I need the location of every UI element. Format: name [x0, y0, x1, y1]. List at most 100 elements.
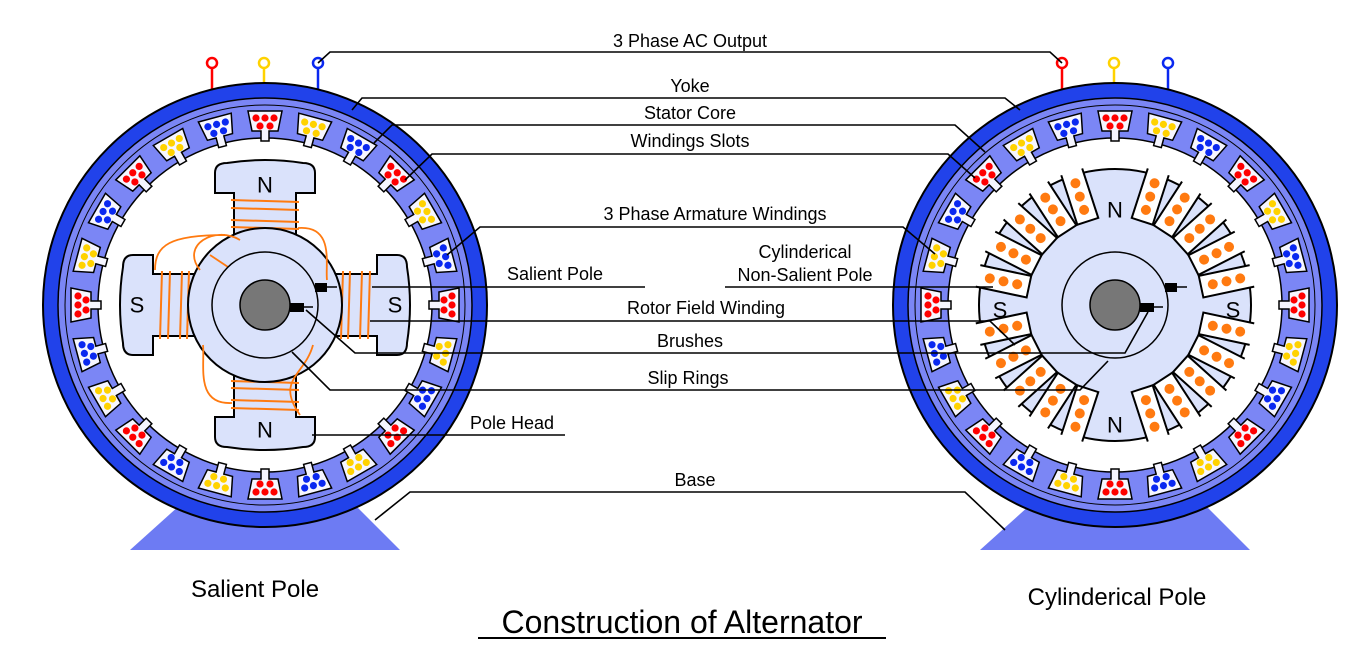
armature-conductor: [932, 306, 940, 314]
armature-conductor: [1162, 129, 1170, 137]
field-conductor: [1040, 192, 1051, 203]
armature-conductor: [423, 394, 431, 403]
armature-conductor: [309, 482, 317, 490]
armature-conductor: [176, 458, 184, 467]
armature-conductor: [928, 341, 936, 349]
leader-yoke: [351, 97, 1021, 111]
armature-conductor: [928, 261, 936, 269]
armature-conductor: [78, 341, 86, 349]
armature-conductor: [981, 178, 989, 186]
armature-conductor: [74, 301, 82, 309]
field-conductor: [1224, 241, 1235, 252]
field-conductor: [1012, 320, 1023, 331]
armature-conductor: [1106, 122, 1114, 130]
winding-slot: [1146, 461, 1183, 498]
armature-conductor: [1212, 458, 1220, 467]
armature-conductor: [83, 244, 91, 252]
armature-conductor: [129, 169, 137, 177]
armature-conductor: [256, 480, 264, 488]
armature-conductor: [135, 439, 143, 448]
armature-conductor: [1026, 143, 1034, 152]
field-conductor: [1179, 407, 1190, 418]
brush: [1165, 283, 1177, 292]
armature-conductor: [213, 482, 221, 490]
armature-conductor: [355, 148, 363, 157]
pole-letter-n: N: [1107, 413, 1123, 438]
armature-conductor: [1294, 341, 1302, 349]
armature-conductor: [1054, 479, 1062, 487]
armature-conductor: [354, 139, 363, 147]
rotor-slot: [1028, 181, 1078, 239]
armature-conductor: [266, 480, 274, 488]
field-winding-turn: [230, 407, 300, 411]
armature-conductor: [1197, 134, 1205, 143]
armature-conductor: [391, 424, 399, 432]
field-conductor: [1211, 351, 1222, 362]
armature-conductor: [354, 463, 363, 471]
armature-conductor: [135, 162, 143, 171]
armature-conductor: [1116, 122, 1124, 130]
label-salient-pole: Salient Pole: [507, 264, 603, 284]
armature-conductor: [89, 250, 97, 258]
armature-conductor: [1268, 216, 1277, 224]
armature-conductor: [362, 458, 370, 467]
field-conductor: [1055, 216, 1066, 227]
label-base: Base: [674, 470, 715, 490]
armature-conductor: [1298, 301, 1306, 309]
armature-conductor: [1196, 143, 1204, 152]
armature-conductor: [312, 129, 320, 137]
armature-conductor: [261, 114, 269, 122]
armature-conductor: [204, 123, 212, 131]
armature-conductor: [1292, 349, 1300, 357]
armature-conductor: [953, 200, 962, 208]
armature-conductor: [979, 433, 987, 441]
armature-conductor: [949, 394, 957, 403]
rotor-slot: [1130, 384, 1170, 442]
armature-conductor: [129, 433, 137, 441]
armature-conductor: [1263, 207, 1272, 215]
armature-conductor: [448, 301, 456, 309]
shaft: [239, 279, 291, 331]
armature-conductor: [1285, 342, 1293, 351]
armature-conductor: [924, 310, 932, 318]
winding-slot: [1146, 112, 1183, 149]
field-winding-turn: [230, 219, 300, 223]
armature-conductor: [1010, 458, 1018, 467]
armature-conductor: [362, 143, 370, 152]
field-conductor: [998, 276, 1009, 287]
armature-conductor: [1063, 482, 1071, 490]
field-conductor: [1199, 345, 1210, 356]
pole-letter-n: N: [257, 173, 273, 198]
field-conductor: [1008, 248, 1019, 259]
armature-conductor: [1054, 123, 1062, 131]
field-winding-turn: [347, 270, 351, 340]
brush: [1140, 303, 1154, 312]
armature-conductor: [1273, 207, 1281, 216]
armature-conductor: [439, 244, 447, 252]
field-conductor: [1205, 214, 1216, 225]
armature-conductor: [423, 207, 431, 216]
armature-conductor: [1120, 488, 1128, 496]
field-conductor: [1207, 320, 1218, 331]
armature-conductor: [167, 463, 176, 471]
field-conductor: [1020, 254, 1031, 265]
pole-head: [334, 254, 411, 356]
armature-conductor: [1060, 473, 1068, 481]
brush: [290, 303, 304, 312]
armature-conductor: [74, 292, 82, 300]
armature-conductor: [937, 259, 945, 268]
rotor-slot: [1197, 264, 1255, 299]
field-winding-turn: [230, 199, 300, 203]
field-conductor: [1140, 204, 1151, 215]
output-terminal-icon: [257, 56, 271, 70]
winding-slot: [72, 237, 109, 274]
armature-conductor: [988, 171, 996, 179]
field-winding-turn: [367, 270, 371, 340]
label-stator-core: Stator Core: [644, 103, 736, 123]
armature-conductor: [103, 402, 112, 410]
armature-conductor: [981, 424, 989, 432]
field-conductor: [1235, 273, 1246, 284]
armature-conductor: [1290, 306, 1298, 314]
pole-letter-s: S: [388, 293, 403, 318]
label-cylinderical: Cylinderical: [758, 242, 851, 262]
